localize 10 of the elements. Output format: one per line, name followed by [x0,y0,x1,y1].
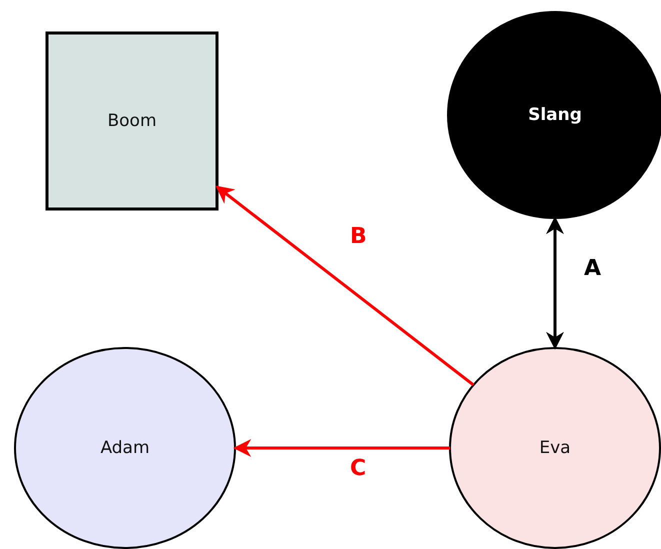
node-label: Slang [528,105,582,125]
arrow [216,186,474,386]
arrow [233,439,450,457]
node-label: Adam [100,438,150,458]
ellipse-node [449,347,661,549]
node-label: Boom [107,111,157,131]
node-label: Eva [539,438,571,458]
ellipse-node [14,347,236,549]
process-box [46,32,218,210]
arrow [546,216,564,350]
